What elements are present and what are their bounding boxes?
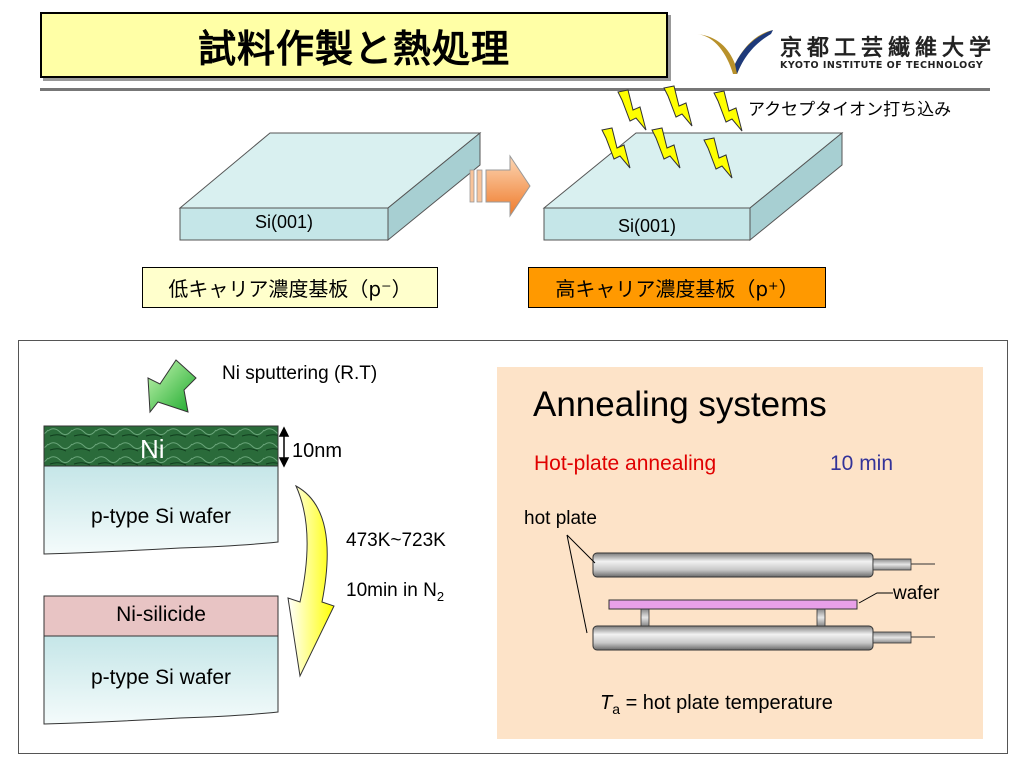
wafer-label: wafer [893,583,940,604]
anneal-time-text: 10min in N [346,580,437,601]
ta-symbol: T [600,692,613,714]
hot-plate-label: hot plate [524,508,597,529]
wafer-left-label: Si(001) [254,212,314,232]
wafer-left [178,131,482,242]
wafer-right [542,131,844,242]
annealing-method: Hot-plate annealing [534,452,717,475]
ta-subscript: a [612,701,621,717]
thickness-marker-icon [278,426,290,468]
header-divider [40,88,990,91]
process-frame [18,340,1008,754]
temperature-range: 473K~723K [346,530,446,551]
page-title-text: 試料作製と熱処理 [197,26,510,71]
wafer-right-label: Si(001) [617,216,677,236]
logo-japanese-text: 京都工芸繊維大学 [780,36,997,61]
annealing-title: Annealing systems [533,385,827,424]
lightning-bolts-icon [601,85,743,179]
anneal-gas-subscript: 2 [436,588,445,604]
ni-thickness-label: 10nm [292,440,343,462]
page-title: 試料作製と熱処理 [40,12,668,78]
leader-lines [566,534,893,634]
wafer-before-label: p-type Si wafer [90,505,232,528]
ni-stack [43,425,279,555]
sputter-label: Ni sputtering (R.T) [222,363,378,384]
upper-hot-plate [592,552,935,578]
ta-caption: Ta = hot plate temperature [600,692,833,717]
support-left [640,608,650,627]
hot-plate-diagram [566,534,935,651]
anneal-arrow-icon [287,484,335,678]
support-right [816,608,826,627]
ta-description: = hot plate temperature [620,692,833,714]
university-logo-icon [697,30,773,74]
silicide-stack [43,595,279,725]
lower-hot-plate [592,625,935,651]
logo-english-text: KYOTO INSTITUTE OF TECHNOLOGY [780,60,984,71]
process-diagram [43,359,335,725]
silicide-label: Ni-silicide [116,603,206,626]
substrate-high-label: 高キャリア濃度基板（p⁺） [528,267,826,308]
process-arrow-icon [469,154,531,218]
anneal-time: 10min in N2 [346,580,444,604]
substrate-low-text: 低キャリア濃度基板（p⁻） [168,277,412,301]
substrate-diagram [178,85,844,242]
wafer-after-label: p-type Si wafer [90,666,232,689]
sputter-arrow-icon [147,359,197,414]
substrate-low-label: 低キャリア濃度基板（p⁻） [142,267,438,308]
annealing-duration: 10 min [830,452,894,475]
wafer-sample [608,599,858,610]
ion-implant-label: アクセプタイオン打ち込み [748,100,952,120]
ni-layer-label: Ni [140,434,165,464]
substrate-high-text: 高キャリア濃度基板（p⁺） [555,277,799,301]
